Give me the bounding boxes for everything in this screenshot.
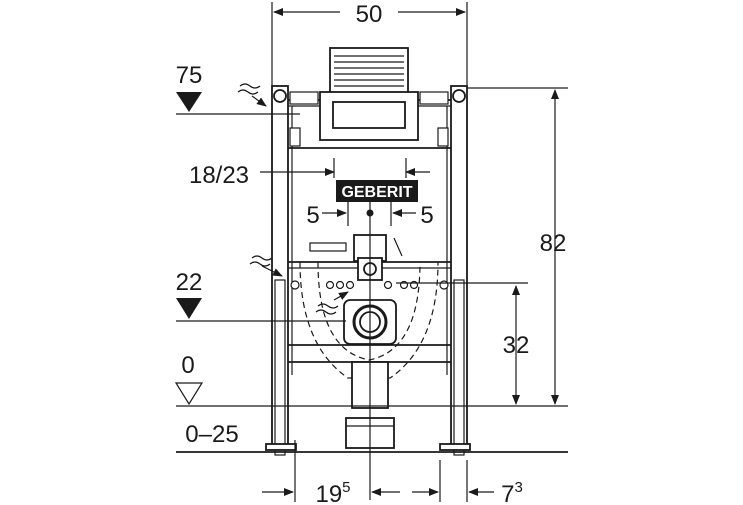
width-dimension: 50 — [271, 1, 468, 86]
outlet-height-label: 32 — [503, 332, 530, 359]
foot-offset-label: 73 — [501, 479, 523, 505]
outlet-height-dimension: 32 — [396, 282, 530, 405]
bottom-dimensions: 195 73 — [262, 440, 523, 505]
outlet-spacing-label: 18/23 — [189, 162, 249, 189]
offset-left-label: 5 — [306, 202, 319, 229]
brand-logo: GEBERIT — [336, 180, 418, 202]
supply-level-label: 22 — [176, 269, 203, 296]
width-label: 50 — [356, 1, 383, 28]
floor-level-label: 0 — [181, 352, 194, 379]
flush-level-label: 75 — [176, 62, 203, 89]
floor-range-label: 0–25 — [185, 421, 238, 448]
total-height-label: 82 — [540, 230, 567, 257]
floor-range-dimension: 0–25 — [176, 421, 568, 453]
supply-level-dimension: 22 — [176, 255, 349, 322]
flush-level-dimension: 75 — [176, 62, 300, 115]
offset-right-label: 5 — [420, 202, 433, 229]
outlet-spacing-dimension: 18/23 — [189, 158, 430, 189]
offset-dimensions: 5 5 — [306, 200, 434, 229]
floor-level-dimension: 0 — [174, 352, 568, 407]
brand-logo-text: GEBERIT — [341, 184, 412, 201]
axis-distance-label: 195 — [315, 479, 350, 505]
flush-cistern — [289, 47, 449, 147]
total-height-dimension: 82 — [467, 87, 568, 405]
